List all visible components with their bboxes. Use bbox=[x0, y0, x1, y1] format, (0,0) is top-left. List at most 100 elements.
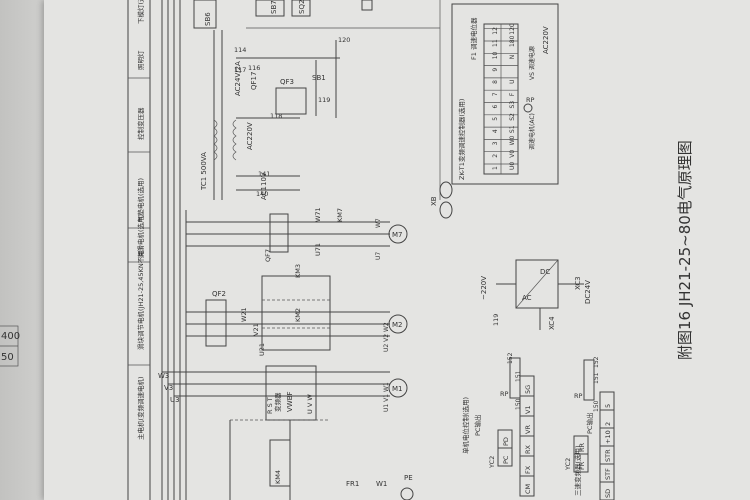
button-sb6: SB6 bbox=[204, 12, 212, 26]
psu-dc: DC bbox=[540, 268, 550, 276]
zk-pin-number: 1 bbox=[492, 166, 499, 170]
plc2-terminal: +10 bbox=[604, 430, 612, 444]
connector-xb: XB bbox=[430, 181, 453, 219]
breaker-qf3: QF3 bbox=[280, 78, 294, 86]
wire-u3: U3 bbox=[170, 396, 180, 404]
plc1-terminal: RX bbox=[524, 444, 532, 454]
zk-pin-number: 5 bbox=[492, 117, 499, 121]
plc1-rp: RP bbox=[500, 390, 509, 398]
plc1-terminal: 5G bbox=[524, 385, 532, 394]
section-top-label: 下模灯(选用) bbox=[136, 0, 145, 24]
plc1-title: 单机电位控制(选用) bbox=[461, 397, 470, 454]
section-main-motor: 主电机(变频调速电机) bbox=[136, 376, 145, 440]
tap-140: 140 bbox=[256, 190, 268, 198]
plc1-terminal: CM bbox=[524, 484, 532, 494]
lube-motor-branch: QF7 W71 U71 KM7 M7 W7 U7 bbox=[186, 207, 408, 262]
section-lower-die-light: 照明灯 bbox=[136, 50, 145, 70]
wire-v3: V3 bbox=[164, 384, 173, 392]
zk-rp: RP bbox=[526, 96, 535, 104]
wire-w71: W71 bbox=[314, 207, 322, 222]
plc2-num: 151 bbox=[593, 372, 600, 384]
psu-output: DC24V bbox=[584, 280, 592, 304]
psu-xc4: XC4 bbox=[548, 316, 556, 330]
psu-xc3: XC3 bbox=[574, 276, 582, 290]
title-block: 主电机(变频调速电机) 滑块调节电机(JH21-25,45KN不用) 润滑电机(… bbox=[127, 0, 151, 500]
tap-118: 118 bbox=[270, 112, 282, 120]
plc1-yc: YC2 bbox=[488, 456, 496, 469]
motor-m1-pins: U1 V1 W1 bbox=[383, 382, 390, 412]
limit-sq2: SQ2 bbox=[298, 0, 306, 14]
tap-119: 119 bbox=[318, 96, 330, 104]
tap-116: 116 bbox=[248, 64, 260, 72]
control-transformer: TC1 500VA AC220V AC110V AC24V/2A 114 116… bbox=[200, 30, 350, 200]
main-motor-branch: W3 V3 U3 变频器 VWBF R S T U V W M1 U1 V1 W… bbox=[158, 365, 414, 500]
plc2-num: 152 bbox=[593, 356, 600, 368]
plc2-terminal: STF bbox=[604, 468, 612, 480]
plc1-terminal: V1 bbox=[524, 405, 532, 414]
zk-pin-number: 10 bbox=[492, 51, 499, 59]
button-sb1: SB1 bbox=[312, 74, 326, 82]
motor-m1-symbol bbox=[388, 378, 408, 398]
zk-label-vs: VS 调速电源 bbox=[528, 46, 536, 80]
margin-number: 50 bbox=[1, 352, 14, 363]
tap-117: 117 bbox=[234, 66, 246, 74]
power-bus bbox=[161, 0, 187, 500]
motor-m7: M7 bbox=[392, 231, 403, 239]
motor-m2-symbol bbox=[388, 314, 408, 334]
zk-pin-label: U bbox=[509, 79, 516, 83]
zk-pin-label: N bbox=[509, 55, 516, 60]
psu-input: ~220V bbox=[480, 276, 488, 300]
reversing-contactor-box bbox=[261, 275, 331, 351]
plc2-yc: YC2 bbox=[564, 458, 572, 471]
figure-caption: 附图16 JH21-25~80电气原理图 bbox=[676, 140, 694, 360]
zk-pin-label: S3 bbox=[509, 101, 516, 109]
contactor-km3: KM3 bbox=[294, 264, 302, 278]
zk-pin-label: S1 bbox=[509, 125, 516, 133]
tap-141: 141 bbox=[258, 170, 270, 178]
transformer-ac24: AC24V/2A bbox=[234, 61, 242, 96]
zk-pin-number: 8 bbox=[492, 80, 499, 84]
wire-w3: W3 bbox=[158, 372, 169, 380]
zk-pin-number: 12 bbox=[492, 27, 499, 35]
plc2-terminal: 2 bbox=[604, 422, 612, 426]
plc1-pc: PC输出 bbox=[473, 415, 482, 436]
wire-u71: U71 bbox=[314, 243, 322, 256]
transformer-ac110: AC110V bbox=[260, 172, 268, 200]
zk-pin-number: 11 bbox=[492, 39, 499, 47]
wire-v21: V21 bbox=[252, 323, 260, 336]
section-slide-motor: 滑块调节电机(JH21-25,45KN不用) bbox=[136, 248, 145, 350]
plc1-num: 152 bbox=[507, 352, 514, 364]
slide-motor-branch: QF2 W21 V21 U21 KM3 KM2 M2 U2 V2 W2 bbox=[186, 264, 408, 356]
plc2-terminal: FR bbox=[578, 461, 586, 470]
top-switches: SB6 SB7 SQ2 bbox=[193, 0, 441, 200]
plc2-terminal: 5 bbox=[604, 404, 612, 408]
breaker-qf7-box bbox=[269, 213, 289, 253]
tap-114: 114 bbox=[234, 46, 246, 54]
zk-pin-label: S2 bbox=[509, 113, 516, 121]
breaker-qf2: QF2 bbox=[212, 290, 226, 298]
zk-sub: F1 调速电位器 bbox=[469, 17, 478, 60]
zk-label-ac220: AC220V bbox=[542, 26, 550, 54]
wire-w21: W21 bbox=[240, 307, 248, 322]
section-cushion-motor: 气垫电机(选用) bbox=[136, 178, 145, 222]
plc2-pc: PC输出 bbox=[585, 413, 594, 434]
vfd-model: VWBF bbox=[286, 391, 294, 412]
zk-pin-label: U0 bbox=[509, 162, 516, 170]
margin-number: 400 bbox=[1, 331, 20, 342]
section-ctrl-transformer: 控制变压器 bbox=[136, 107, 145, 140]
thermal-fr1: FR1 bbox=[346, 480, 359, 488]
motor-m2-pins: U2 V2 W2 bbox=[383, 322, 390, 352]
vfd-outputs: U V W bbox=[306, 394, 314, 414]
plc2-terminal: RR bbox=[578, 442, 586, 452]
zk-pin-number: 6 bbox=[492, 105, 499, 109]
contactor-km2: KM2 bbox=[294, 308, 302, 322]
transformer-ac220: AC220V bbox=[246, 122, 254, 150]
contactor-km7: KM7 bbox=[336, 208, 344, 222]
plc1-num: 150 bbox=[515, 398, 522, 410]
connector-label: XB bbox=[430, 196, 438, 206]
vfd-title: 变频器 bbox=[273, 392, 282, 412]
plc1-num: 151 bbox=[515, 370, 522, 382]
